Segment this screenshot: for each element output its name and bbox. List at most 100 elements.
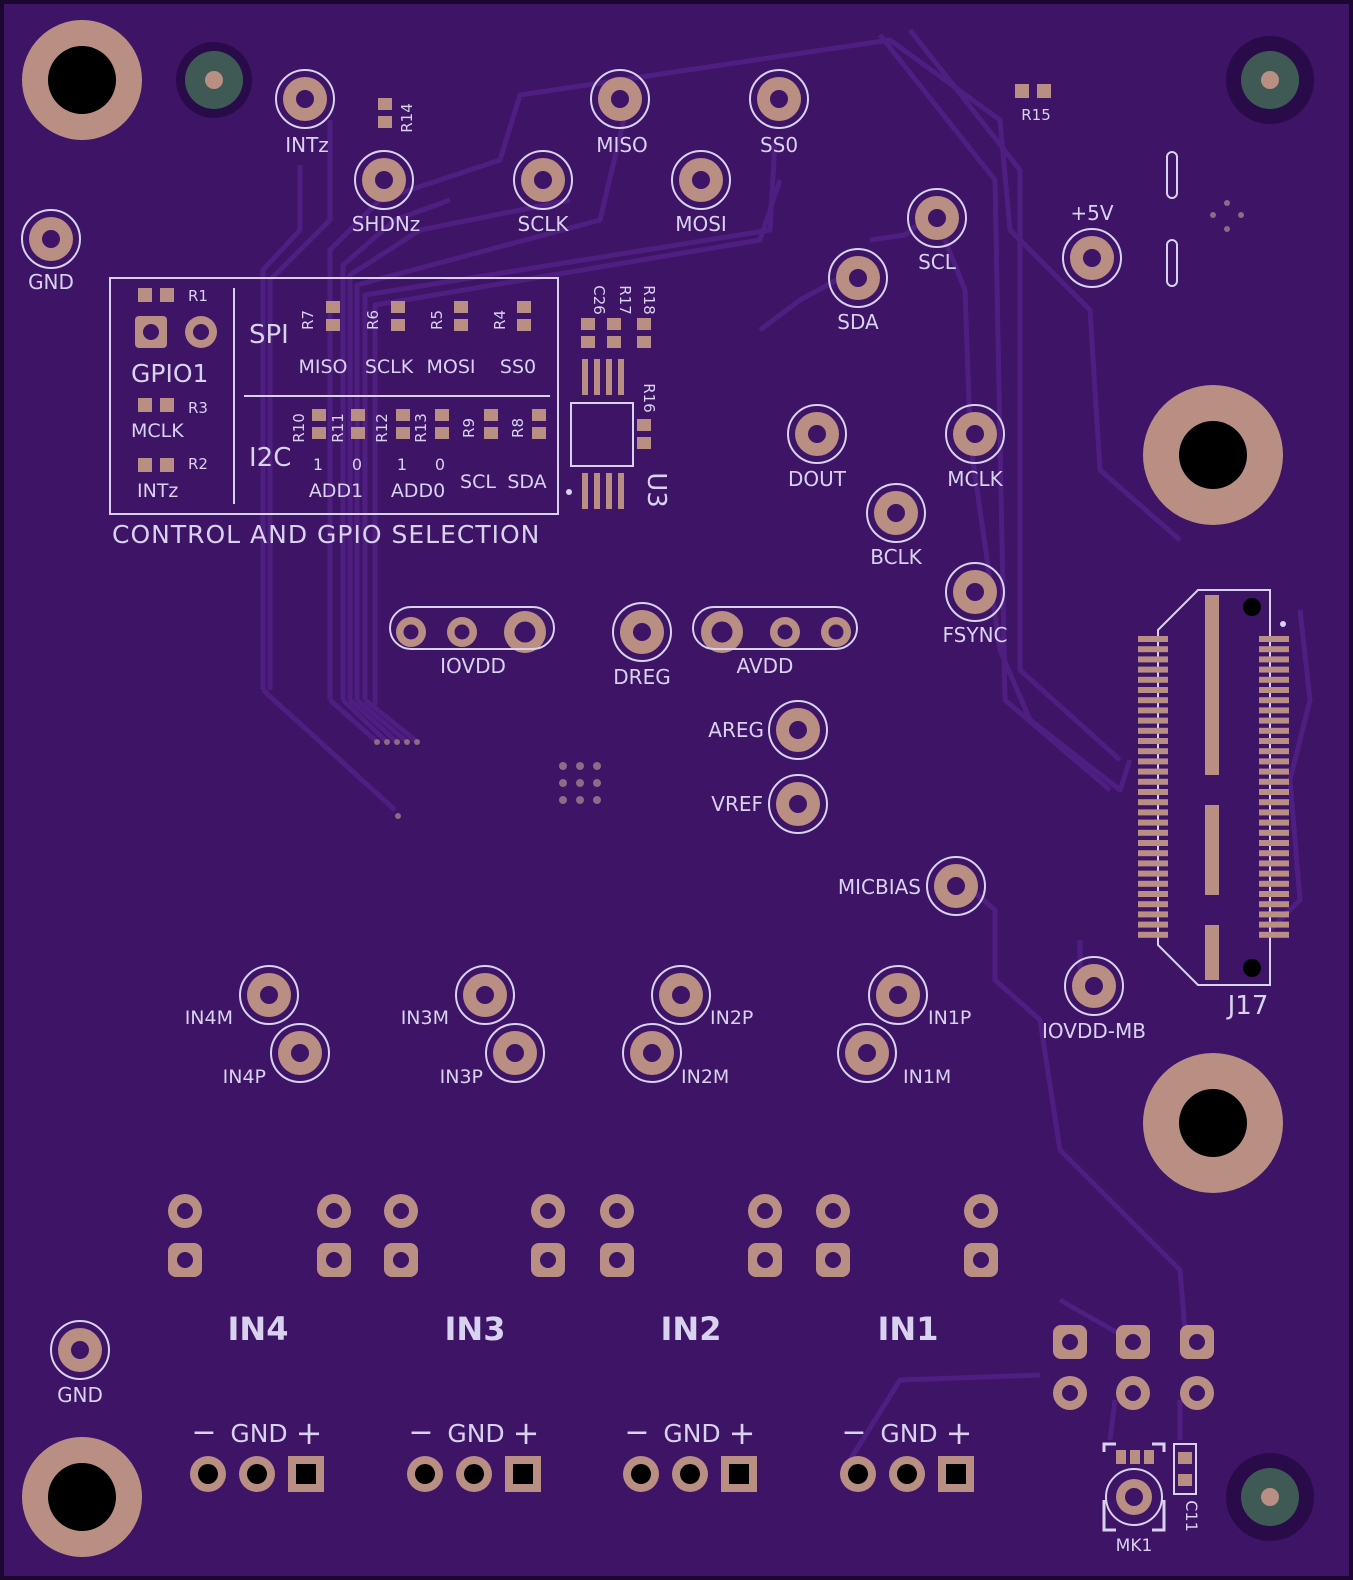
terminal-plus-label: + — [513, 1414, 540, 1452]
terminal-plus-label: + — [296, 1414, 323, 1452]
label-sel-intz: INTz — [137, 480, 178, 502]
j17-pin-left — [1138, 901, 1168, 908]
terminal-block-in4: −GND+ — [190, 1414, 324, 1492]
r5-pads — [454, 301, 468, 331]
refdes-r16: R16 — [640, 383, 658, 413]
label-spi-ss0: SS0 — [500, 356, 536, 378]
label-in1m: IN1M — [903, 1066, 951, 1088]
avdd-pad-2 — [770, 617, 800, 647]
j17-pin-left — [1138, 768, 1168, 775]
label-i2c: I2C — [249, 443, 291, 473]
j17-pin-right — [1259, 748, 1289, 755]
tp-plus5v — [1062, 228, 1122, 288]
j17-pin-right — [1259, 717, 1289, 724]
j17-pin-right — [1259, 707, 1289, 714]
tp-in4m — [239, 965, 299, 1025]
tp-areg — [768, 700, 828, 760]
r14-pads — [378, 98, 392, 128]
label-one-a: 1 — [313, 455, 323, 474]
label-avdd: AVDD — [737, 654, 794, 678]
slot-upper — [1166, 151, 1178, 199]
label-add1: ADD1 — [309, 480, 363, 502]
header-column — [168, 1194, 202, 1277]
j17-pin-left — [1138, 870, 1168, 877]
label-shdnz: SHDNz — [352, 212, 421, 236]
gpio1-pad-1 — [135, 316, 167, 348]
label-in3m: IN3M — [401, 1007, 449, 1029]
iovdd-pad-2 — [447, 617, 477, 647]
j17-pin-left — [1138, 758, 1168, 765]
j17-pin-left — [1138, 636, 1168, 642]
terminal-minus-label: − — [191, 1415, 216, 1450]
refdes-r8: R8 — [509, 418, 527, 438]
label-in1: IN1 — [878, 1310, 939, 1348]
j17-pin-left — [1138, 676, 1168, 683]
refdes-r6: R6 — [364, 310, 382, 330]
mic-header-pin — [1180, 1376, 1214, 1410]
r6-pads — [391, 301, 405, 331]
j17-pin-right — [1259, 768, 1289, 775]
j17-pin-right — [1259, 799, 1289, 806]
label-micbias: MICBIAS — [838, 875, 921, 899]
j17-pin-right — [1259, 697, 1289, 704]
tp-in2p — [651, 965, 711, 1025]
slot-lower — [1166, 239, 1178, 287]
tp-scl — [907, 188, 967, 248]
terminal-minus-label: − — [408, 1415, 433, 1450]
j17-pin-right — [1259, 870, 1289, 877]
j17-pin-left — [1138, 778, 1168, 785]
r16-pads — [637, 419, 651, 449]
r18-pads — [637, 318, 651, 348]
header-column — [384, 1194, 418, 1277]
refdes-r10: R10 — [290, 413, 308, 443]
silkscreen-labels: INTz SHDNz SCLK MISO MOSI SS0 GND GND SC… — [28, 103, 1268, 1556]
j17-pin-right — [1259, 636, 1289, 642]
label-dreg: DREG — [613, 665, 670, 689]
refdes-r13: R13 — [412, 413, 430, 443]
j17-pin-left — [1138, 656, 1168, 663]
selection-box — [109, 277, 559, 515]
label-scl: SCL — [918, 250, 957, 274]
label-in1p: IN1P — [928, 1007, 971, 1029]
tp-in2m — [622, 1023, 682, 1083]
j17-pin-right — [1259, 778, 1289, 785]
r2-pads — [138, 458, 174, 472]
r1-pads — [138, 288, 174, 302]
selection-title: CONTROL AND GPIO SELECTION — [112, 520, 540, 549]
label-sel-sda: SDA — [507, 471, 546, 493]
r8-pads — [532, 409, 546, 439]
refdes-c11: C11 — [1182, 1500, 1201, 1532]
r13-pads — [435, 409, 449, 439]
label-in2m: IN2M — [681, 1066, 729, 1088]
tp-sclk — [513, 150, 573, 210]
j17-pin-left — [1138, 707, 1168, 714]
label-add0: ADD0 — [391, 480, 445, 502]
j17-connector — [1138, 589, 1289, 986]
j17-pin-left — [1138, 840, 1168, 846]
label-zero-b: 0 — [435, 455, 445, 474]
j17-pin-left — [1138, 860, 1168, 867]
test-points — [21, 69, 1124, 1380]
j17-pin-left — [1138, 891, 1168, 897]
j17-pin-left — [1138, 911, 1168, 918]
avdd-jumper-outline — [692, 606, 858, 650]
refdes-c26: C26 — [590, 285, 608, 315]
terminal-plus-label: + — [946, 1414, 973, 1452]
label-in2: IN2 — [661, 1310, 722, 1348]
label-in4m: IN4M — [185, 1007, 233, 1029]
r4-pads — [517, 301, 531, 331]
j17-pin-right — [1259, 738, 1289, 744]
j17-pin-right — [1259, 860, 1289, 867]
tp-in3p — [485, 1023, 545, 1083]
r11-pads — [351, 409, 365, 439]
label-sclk: SCLK — [518, 212, 570, 236]
tp-mclk — [945, 404, 1005, 464]
j17-pin-left — [1138, 829, 1168, 836]
mk1-microphone — [1102, 1442, 1197, 1532]
j17-pin-right — [1259, 931, 1289, 938]
tp-mosi — [671, 150, 731, 210]
label-mclk: MCLK — [947, 467, 1003, 491]
j17-pin-left — [1138, 850, 1168, 857]
label-spi-mosi: MOSI — [426, 356, 475, 378]
